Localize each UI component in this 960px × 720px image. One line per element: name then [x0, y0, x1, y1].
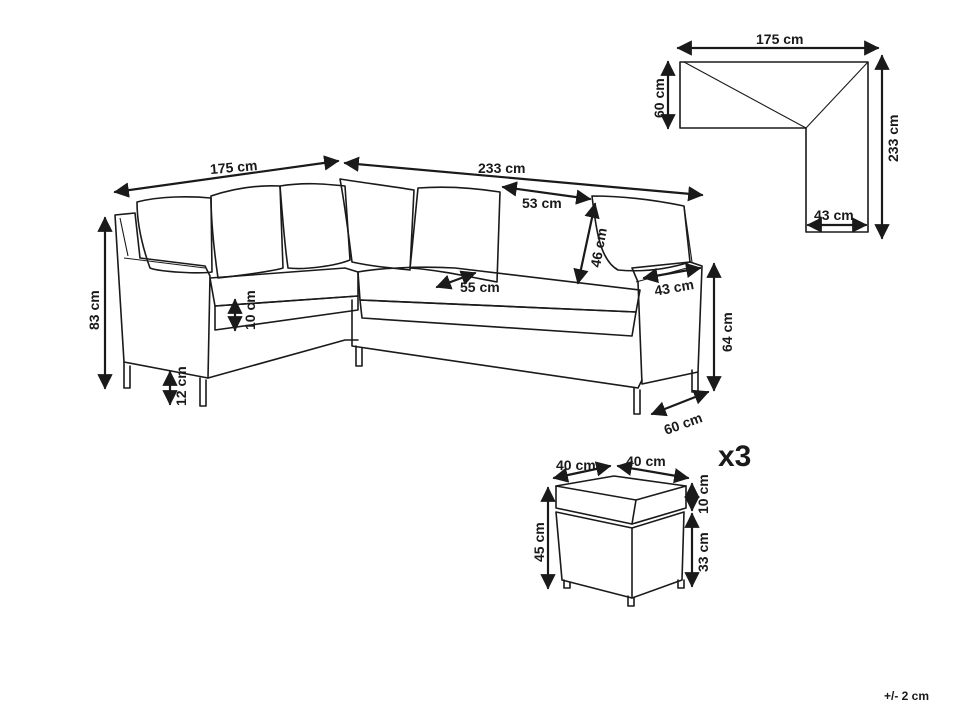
label-width-left: 175 cm — [209, 157, 258, 177]
dim-60-arrow — [650, 389, 710, 417]
label-depth: 60 cm — [662, 409, 705, 438]
right-leg-1 — [633, 387, 641, 415]
ottoman-leg-1 — [563, 579, 571, 589]
ottoman-label-depth: 40 cm — [626, 453, 666, 469]
dim-175-arrow — [113, 155, 340, 198]
plan-label-top-width: 175 cm — [756, 31, 803, 47]
ottoman-label-height: 45 cm — [531, 522, 547, 562]
ottoman-drawing: 40 cm 40 cm 45 cm 10 cm 33 cm x3 — [531, 440, 751, 607]
plan-label-bottom-width: 43 cm — [814, 207, 854, 223]
label-arm-width: 43 cm — [653, 276, 695, 299]
dim-55-arrow — [435, 270, 477, 290]
tolerance-note: +/- 2 cm — [884, 689, 929, 703]
ottoman-leg-2 — [627, 595, 635, 607]
ottoman-label-cushion: 10 cm — [695, 474, 711, 514]
dim-233-arrow — [343, 156, 704, 202]
dim-43-arrow — [642, 262, 702, 284]
left-seat-cushion — [209, 267, 359, 307]
ottoman-label-width: 40 cm — [556, 457, 596, 473]
left-leg-2 — [199, 377, 207, 407]
label-total-height: 83 cm — [86, 290, 102, 330]
plan-label-right-length: 233 cm — [885, 115, 901, 162]
ottoman-leg-3 — [677, 579, 685, 589]
right-frame-front — [351, 299, 643, 389]
left-frame-base — [207, 339, 359, 379]
ottoman-label-base: 33 cm — [695, 532, 711, 572]
right-back-cushion-1 — [339, 178, 415, 271]
label-seat-depth: 55 cm — [460, 279, 500, 295]
left-arm — [114, 212, 211, 379]
right-leg-front — [355, 345, 363, 367]
ottoman-dim-40-right-arrow — [616, 460, 690, 484]
right-seat-front — [359, 299, 637, 337]
ottoman-cushion-top — [555, 475, 687, 501]
label-leg-height: 12 cm — [173, 366, 189, 406]
corner-sofa-drawing: 175 cm 233 cm 53 cm 46 cm 55 cm 43 cm 83… — [86, 155, 735, 438]
left-back-cushion-3 — [279, 182, 351, 270]
plan-view: 175 cm 60 cm 233 cm 43 cm — [651, 31, 901, 240]
ottoman-base — [555, 511, 685, 599]
dim-46-arrow — [573, 202, 600, 285]
dim-53-arrow — [501, 181, 592, 205]
label-cushion-height: 46 cm — [587, 227, 610, 269]
left-seat-front — [214, 295, 359, 331]
ottoman-quantity: x3 — [718, 440, 751, 473]
label-seat-thickness: 10 cm — [242, 290, 258, 330]
label-width-right: 233 cm — [478, 160, 525, 176]
plan-label-left-depth: 60 cm — [651, 78, 667, 118]
left-leg-1 — [123, 361, 131, 389]
left-back-cushion-2 — [210, 185, 284, 279]
ottoman-dim-40-left-arrow — [552, 461, 612, 483]
label-seat-height: 64 cm — [719, 312, 735, 352]
label-cushion-width: 53 cm — [522, 195, 562, 211]
